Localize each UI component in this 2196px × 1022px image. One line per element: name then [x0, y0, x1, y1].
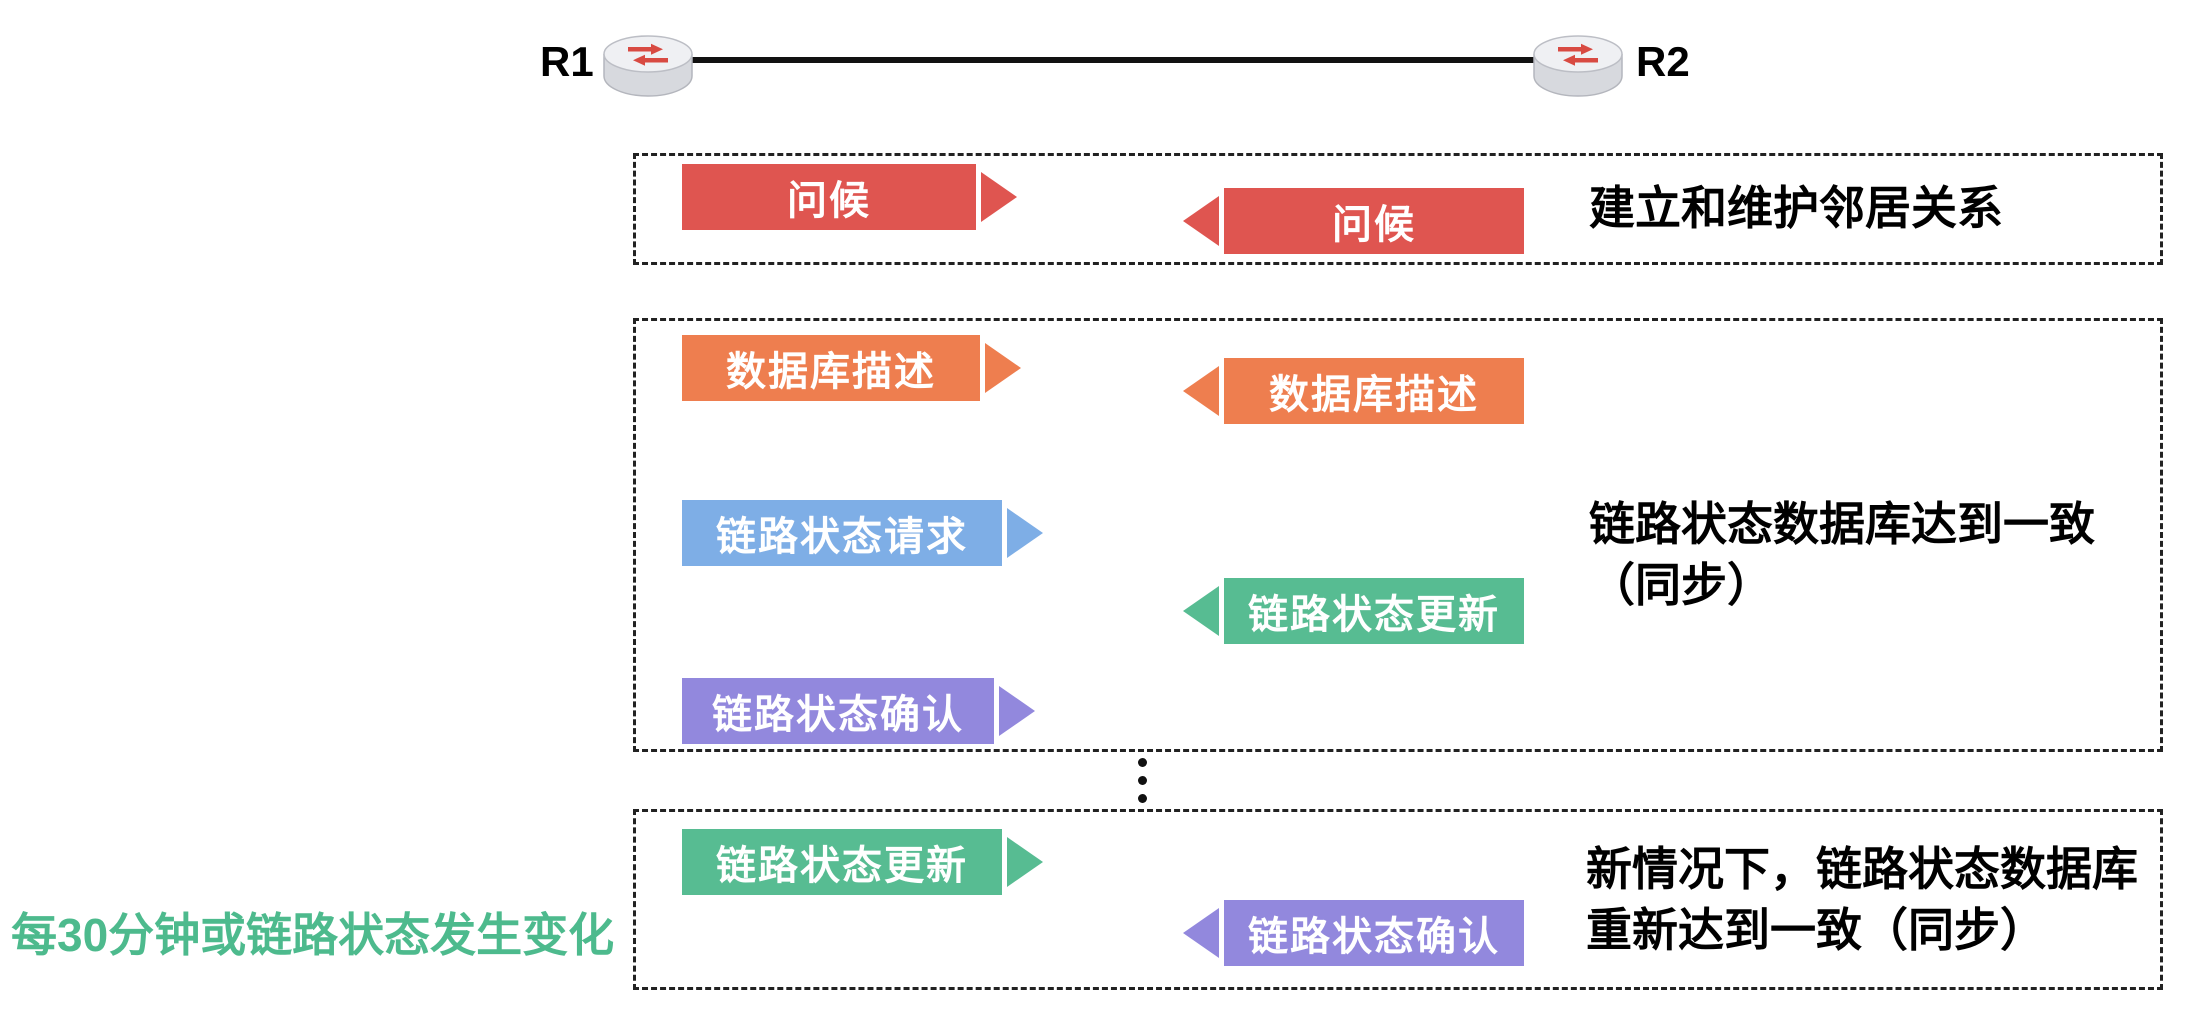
message-ls-ack-left: 链路状态确认 — [1183, 900, 1524, 966]
note-sync-line2: （同步） — [1589, 558, 1773, 611]
message-label: 问候 — [682, 164, 976, 230]
router-r1-icon — [598, 28, 698, 111]
message-label: 数据库描述 — [682, 335, 980, 401]
message-dbd-left: 数据库描述 — [1183, 358, 1524, 424]
message-label: 链路状态更新 — [682, 829, 1002, 895]
message-ls-update-left: 链路状态更新 — [1183, 578, 1524, 644]
arrow-head-left-icon — [1183, 908, 1219, 958]
note-resync-line1: 新情况下，链路状态数据库 — [1586, 843, 2138, 895]
message-label: 链路状态更新 — [1224, 578, 1524, 644]
message-label: 链路状态确认 — [682, 678, 994, 744]
message-dbd-right: 数据库描述 — [682, 335, 1021, 401]
router-r2-label: R2 — [1636, 38, 1690, 85]
router-r1-label: R1 — [540, 38, 594, 85]
message-label: 问候 — [1224, 188, 1524, 254]
message-label: 链路状态确认 — [1224, 900, 1524, 966]
arrow-head-right-icon — [1007, 837, 1043, 887]
arrow-head-right-icon — [981, 172, 1017, 222]
message-label: 数据库描述 — [1224, 358, 1524, 424]
note-sync: 链路状态数据库达到一致 （同步） — [1589, 494, 2095, 615]
arrow-head-left-icon — [1183, 196, 1219, 246]
router-glyph — [603, 35, 693, 97]
arrow-head-left-icon — [1183, 586, 1219, 636]
message-hello-left: 问候 — [1183, 188, 1524, 254]
router-glyph — [1533, 35, 1623, 97]
router-r2-icon — [1528, 28, 1628, 111]
side-note: 每30分钟或链路状态发生变化 — [11, 909, 615, 961]
note-neighbor: 建立和维护邻居关系 — [1589, 182, 2003, 234]
link-line — [660, 57, 1580, 63]
section-sync-box — [633, 318, 2163, 752]
message-ls-update-right: 链路状态更新 — [682, 829, 1043, 895]
note-resync-line2: 重新达到一致（同步） — [1586, 903, 2046, 956]
message-ls-ack-right: 链路状态确认 — [682, 678, 1035, 744]
note-sync-line1: 链路状态数据库达到一致 — [1589, 498, 2095, 550]
message-ls-request-right: 链路状态请求 — [682, 500, 1043, 566]
continuation-ellipsis-icon — [1138, 758, 1147, 803]
note-resync: 新情况下，链路状态数据库 重新达到一致（同步） — [1586, 839, 2138, 960]
arrow-head-left-icon — [1183, 366, 1219, 416]
message-label: 链路状态请求 — [682, 500, 1002, 566]
arrow-head-right-icon — [999, 686, 1035, 736]
section-neighbor-box — [633, 153, 2163, 265]
arrow-head-right-icon — [985, 343, 1021, 393]
section-resync-box — [633, 809, 2163, 990]
message-hello-right: 问候 — [682, 164, 1017, 230]
arrow-head-right-icon — [1007, 508, 1043, 558]
